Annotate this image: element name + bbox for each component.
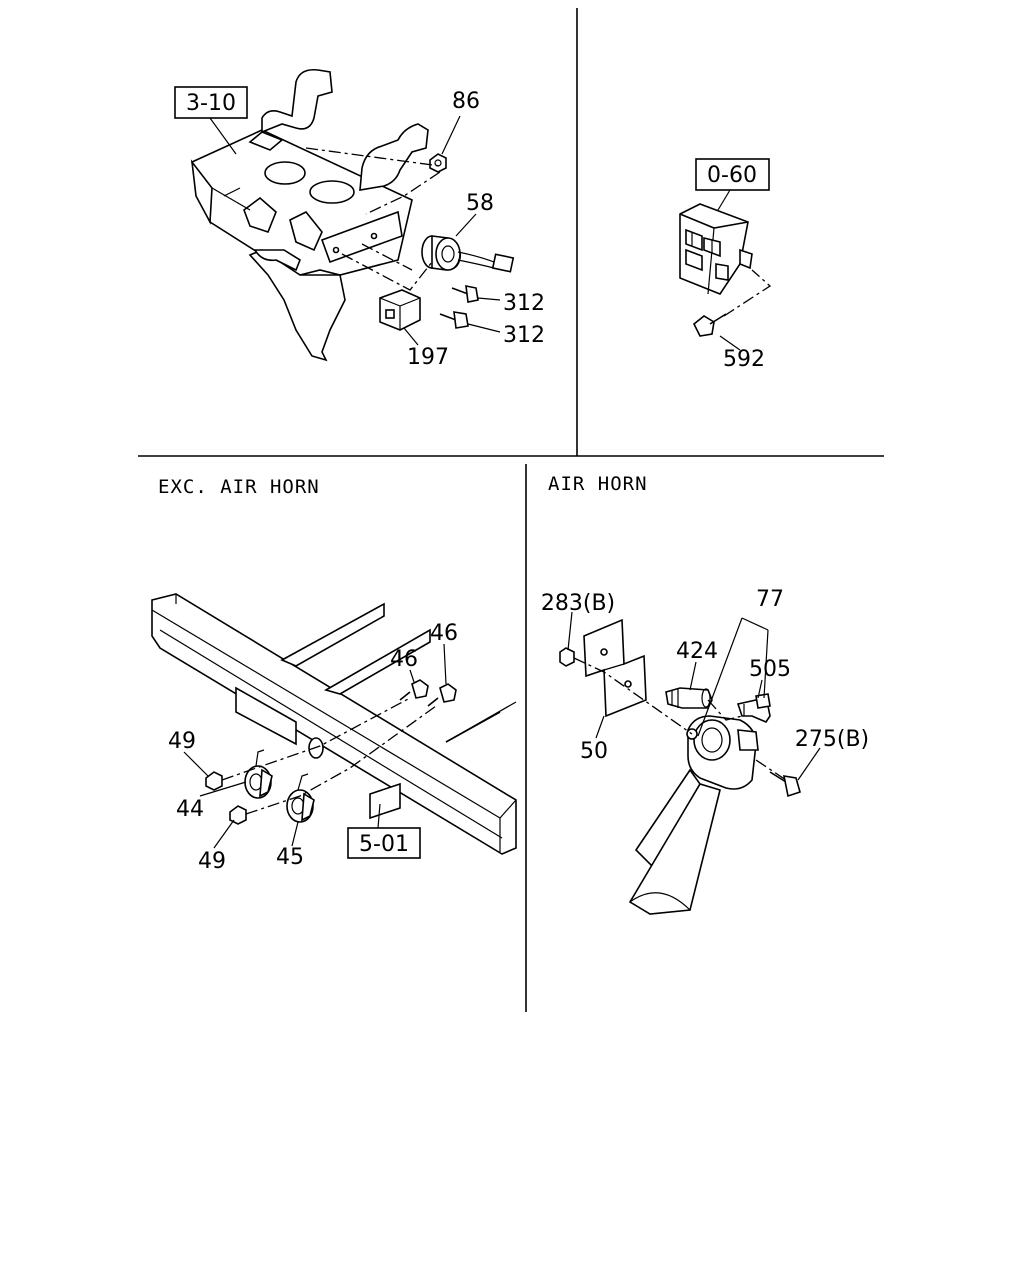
panel-top-right: 0-60 592 [679,158,772,372]
frame-rail-drawing [151,593,517,855]
fitting-424-drawing [665,687,713,709]
callout-46-left: 46 [390,647,418,672]
bolt-46-right-drawing [427,683,457,707]
ref-box-0-60 [695,158,770,191]
bolt-312-upper-drawing [451,284,479,303]
callout-86: 86 [452,89,480,114]
elbow-505-drawing [736,693,771,723]
nut-86-drawing [429,153,447,173]
callout-77: 77 [756,587,784,612]
callout-312-upper: 312 [503,291,545,316]
callout-592: 592 [723,347,765,372]
nut-283b-drawing [559,647,575,667]
nut-49-lower-drawing [229,805,247,825]
ref-box-3-10-label: 3-10 [186,91,236,116]
ref-box-3-10 [174,86,248,119]
callout-49-lower: 49 [198,849,226,874]
callout-58: 58 [466,191,494,216]
bolt-592-drawing [692,313,727,337]
callout-312-lower: 312 [503,323,545,348]
bolt-275b-drawing [769,771,801,798]
ref-box-0-60-label: 0-60 [707,163,757,188]
relay-module-drawing [679,203,753,295]
air-horn-77-drawing [628,715,759,915]
callout-424: 424 [676,639,718,664]
panel-bottom-right: AIR HORN [541,473,869,915]
panel-bottom-left: EXC. AIR HORN [151,476,517,874]
bolt-46-left-drawing [399,679,429,701]
bolt-312-lower-drawing [439,311,469,329]
nut-49-upper-drawing [205,771,223,791]
callout-46-right: 46 [430,621,458,646]
callout-505: 505 [749,657,791,682]
ref-box-5-01 [347,827,421,859]
callout-49-upper: 49 [168,729,196,754]
callout-45: 45 [276,845,304,870]
ref-box-5-01-label: 5-01 [359,832,409,857]
panel-dividers [138,8,884,1012]
horn-58-drawing [421,235,515,273]
horn-45-drawing [286,773,315,823]
callout-44: 44 [176,797,204,822]
callout-50: 50 [580,739,608,764]
panel-top-left: 3-10 86 58 312 312 197 [174,68,545,370]
caption-exc-air-horn: EXC. AIR HORN [158,476,320,498]
callout-283b: 283(B) [541,591,615,616]
connector-197-drawing [379,289,421,331]
bracket-50-drawing [583,618,647,718]
caption-air-horn: AIR HORN [548,473,648,495]
callout-275b: 275(B) [795,727,869,752]
horn-bracket-drawing [190,68,429,362]
horn-44-drawing [244,749,273,799]
callout-197: 197 [407,345,449,370]
